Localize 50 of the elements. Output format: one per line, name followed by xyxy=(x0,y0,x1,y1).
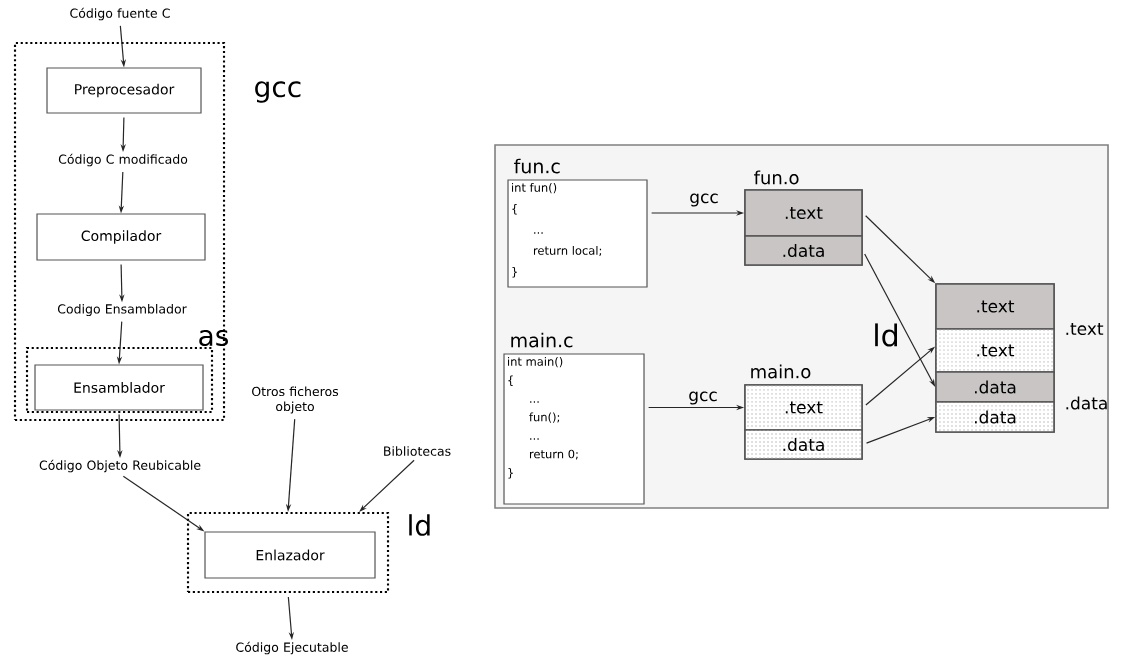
code-box: int main() { ... fun(); ... return 0; } xyxy=(503,353,645,505)
section-cell: .text xyxy=(935,283,1055,330)
node-label: } xyxy=(512,266,517,278)
section-cell: .text xyxy=(785,401,823,414)
process-box: Compilador xyxy=(36,213,206,261)
node-label: ... xyxy=(530,438,539,440)
node-label: int fun() xyxy=(512,182,557,194)
tool-name: as xyxy=(199,329,228,347)
file-name: main.o xyxy=(751,364,811,379)
section-label: .data xyxy=(1066,396,1107,410)
flow-label: Bibliotecas xyxy=(384,446,451,456)
flow-label: Código C modificado xyxy=(58,153,188,167)
flow-label: Código fuente C xyxy=(70,7,170,21)
tool-name: ld xyxy=(409,514,430,536)
section-label: .text xyxy=(1066,322,1104,336)
section-cell: .data xyxy=(783,437,824,452)
node-label: { xyxy=(512,203,517,215)
node-label: ... xyxy=(530,401,539,403)
process-box: Enlazador xyxy=(204,531,376,579)
flow-label: Código Ejecutable xyxy=(236,641,348,655)
flow-label: Otros ficheros objeto xyxy=(252,386,339,414)
file-name: fun.c xyxy=(514,158,560,174)
flow-label: Codigo Ensamblador xyxy=(57,303,187,317)
node-label: return 0; xyxy=(529,449,578,460)
node-label: return local; xyxy=(533,245,602,257)
section-cell: .text xyxy=(977,344,1015,357)
edge-label: gcc xyxy=(687,192,721,208)
edge-label: gcc xyxy=(686,390,720,406)
node-label: } xyxy=(508,467,513,479)
file-name: main.c xyxy=(511,332,573,348)
section-cell: .data xyxy=(935,371,1055,403)
section-cell xyxy=(744,429,863,460)
tool-name: ld xyxy=(875,323,897,347)
code-box: int fun() { ... return local; } xyxy=(507,179,648,288)
node-label: fun(); xyxy=(529,412,560,423)
file-name: fun.o xyxy=(754,170,799,185)
section-cell xyxy=(744,384,863,431)
section-cell: .data xyxy=(975,410,1016,424)
section-cell: .data xyxy=(744,235,863,266)
section-cell xyxy=(935,401,1055,433)
flow-label: Código Objeto Reubicable xyxy=(39,459,201,473)
node-label: int main() xyxy=(508,356,563,368)
arrow xyxy=(359,459,415,512)
process-box: Ensamblador xyxy=(34,364,204,411)
node-label: ... xyxy=(534,232,543,234)
section-cell: .text xyxy=(744,189,863,237)
node-label: { xyxy=(508,375,513,387)
section-cell xyxy=(935,328,1055,373)
process-box: Preprocesador xyxy=(46,67,202,114)
tool-name: gcc xyxy=(255,81,301,103)
